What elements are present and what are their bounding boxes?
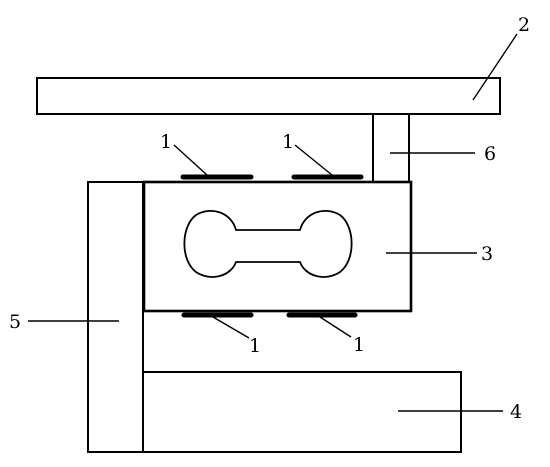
top-plate <box>36 77 501 115</box>
label-sensor-body: 3 <box>481 243 493 265</box>
dumbbell-cutout <box>183 210 353 278</box>
label-spacer: 6 <box>484 143 496 165</box>
side-bracket <box>87 181 144 453</box>
leader-gauge-bottom-right <box>319 316 352 338</box>
leader-gauge-bottom-left <box>212 316 250 339</box>
spacer-block <box>372 113 410 183</box>
label-gauge-top-right: 1 <box>282 131 294 153</box>
label-gauge-bottom-left: 1 <box>249 335 261 357</box>
label-gauge-top-left: 1 <box>160 131 172 153</box>
label-top-plate: 2 <box>518 14 530 36</box>
label-base-block: 4 <box>510 401 522 423</box>
leader-top-plate <box>472 33 518 101</box>
leader-gauge-top-right <box>294 144 333 176</box>
leader-gauge-top-left <box>173 144 208 176</box>
base-block <box>142 371 462 453</box>
label-gauge-bottom-right: 1 <box>353 334 365 356</box>
label-side-bracket: 5 <box>9 311 21 333</box>
